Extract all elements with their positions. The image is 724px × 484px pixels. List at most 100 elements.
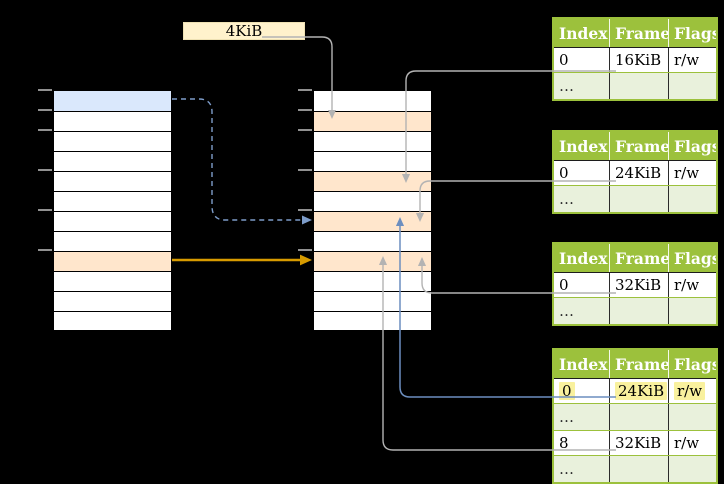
cell-value: 0 (559, 164, 569, 182)
middle-memory-column-row-0 (314, 91, 431, 111)
page-table-1-header-index: Index (559, 23, 608, 43)
page-table-3-row-0-cell-1: 32KiB (609, 273, 668, 297)
page-table-4-row-2: 8 32KiB r/w (554, 430, 716, 455)
left-memory-column-row-6 (54, 211, 171, 231)
cell-value: 8 (559, 434, 569, 452)
cell-value: 16KiB (615, 51, 662, 69)
virtual-page-solid-mapping-arrowhead-icon (300, 254, 312, 266)
page-table-2-row-1-cell-2 (668, 186, 716, 212)
page-table-2-header-index: Index (559, 136, 608, 156)
page-table-4-row-2-cell-1: 32KiB (609, 431, 668, 455)
cell-value: 32KiB (615, 276, 662, 294)
page-table-2-row-1: … (554, 185, 716, 212)
left-memory-column-row-3 (54, 151, 171, 171)
page-table-3-row-0-cell-0: 0 (554, 273, 609, 297)
cell-value: 0 (559, 51, 569, 69)
page-table-2-row-0-cell-2: r/w (668, 161, 716, 185)
page-table-4-row-0-cell-0: 0 (554, 379, 609, 403)
page-table-1-row-1-cell-2 (668, 73, 716, 99)
page-table-1-row-1-cell-0: … (554, 73, 609, 99)
page-table-4-row-1-cell-0: … (554, 404, 609, 430)
page-table-3-row-0: 0 32KiB r/w (554, 272, 716, 297)
left-memory-column-row-8 (54, 251, 171, 271)
page-table-2-header-flags: Flags (668, 132, 716, 160)
page-table-4-row-1-cell-1 (609, 404, 668, 430)
page-table-2-row-0-cell-1: 24KiB (609, 161, 668, 185)
page-table-4-header-index: Index (559, 354, 608, 374)
page-table-3-row-1-cell-2 (668, 298, 716, 324)
page-table-1-row-0-cell-0: 0 (554, 48, 609, 72)
left-memory-column-row-10 (54, 291, 171, 311)
virtual-page-dashed-mapping-arrowhead-icon (302, 215, 312, 225)
left-memory-column (53, 90, 172, 331)
cell-value: 0 (559, 382, 575, 400)
middle-memory-column-row-6 (314, 211, 431, 231)
page-table-3-row-0-cell-2: r/w (668, 273, 716, 297)
page-table-4-row-2-cell-2: r/w (668, 431, 716, 455)
page-table-4-row-0-cell-2: r/w (668, 379, 716, 403)
left-memory-column-row-4 (54, 171, 171, 191)
page-table-4-row-1-cell-2 (668, 404, 716, 430)
page-table-4-header-flags: Flags (668, 350, 716, 378)
left-memory-column-row-2 (54, 131, 171, 151)
page-table-4-row-3: … (554, 455, 716, 482)
page-table-4-row-2-cell-0: 8 (554, 431, 609, 455)
page-table-2-header-frame: Frame (609, 132, 668, 160)
left-memory-column-tick-2 (38, 129, 52, 131)
middle-memory-column-row-7 (314, 231, 431, 251)
cell-value: r/w (674, 434, 700, 452)
cell-value: … (559, 408, 574, 426)
cell-value: r/w (674, 276, 700, 294)
page-table-1-row-0-cell-1: 16KiB (609, 48, 668, 72)
left-memory-column-row-5 (54, 191, 171, 211)
page-table-3-row-1-cell-0: … (554, 298, 609, 324)
page-table-4-header-frame: Frame (609, 350, 668, 378)
page-table-4-row-3-cell-2 (668, 456, 716, 482)
page-table-3-header-frame: Frame (609, 244, 668, 272)
page-table-3-header-flags: Flags (668, 244, 716, 272)
cell-value: 0 (559, 276, 569, 294)
cell-value: … (559, 302, 574, 320)
middle-memory-column-row-8 (314, 251, 431, 271)
page-table-4-row-1: … (554, 403, 716, 430)
middle-memory-column-row-1 (314, 111, 431, 131)
page-table-3-row-1: … (554, 297, 716, 324)
left-memory-column-row-9 (54, 271, 171, 291)
page-table-1-row-1: … (554, 72, 716, 99)
virtual-page-dashed-mapping (172, 98, 301, 221)
left-memory-column-tick-0 (38, 89, 52, 91)
cell-value: … (559, 77, 574, 95)
middle-memory-column-tick-0 (298, 89, 312, 91)
middle-memory-column-row-4 (314, 171, 431, 191)
page-table-2-row-1-cell-1 (609, 186, 668, 212)
middle-memory-column-tick-3 (298, 169, 312, 171)
left-memory-column-row-11 (54, 311, 171, 330)
page-table-1-row-0: 0 16KiB r/w (554, 47, 716, 72)
cell-value: … (559, 460, 574, 478)
page-table-4-row-3-cell-0: … (554, 456, 609, 482)
middle-memory-column-row-5 (314, 191, 431, 211)
middle-memory-column-row-2 (314, 131, 431, 151)
left-memory-column-tick-5 (38, 249, 52, 251)
cell-value: r/w (674, 51, 700, 69)
page-table-4-row-0-cell-1: 24KiB (609, 379, 668, 403)
page-table-3-row-1-cell-1 (609, 298, 668, 324)
middle-memory-column-row-10 (314, 291, 431, 311)
page-table-1-header-flags: Flags (668, 19, 716, 47)
middle-memory-column-tick-1 (298, 109, 312, 111)
page-table-2-row-1-cell-0: … (554, 186, 609, 212)
page-size-label-text: 4KiB (225, 22, 263, 40)
cell-value: 32KiB (615, 434, 662, 452)
middle-memory-column-tick-5 (298, 249, 312, 251)
page-table-1-row-1-cell-1 (609, 73, 668, 99)
middle-memory-column-row-9 (314, 271, 431, 291)
